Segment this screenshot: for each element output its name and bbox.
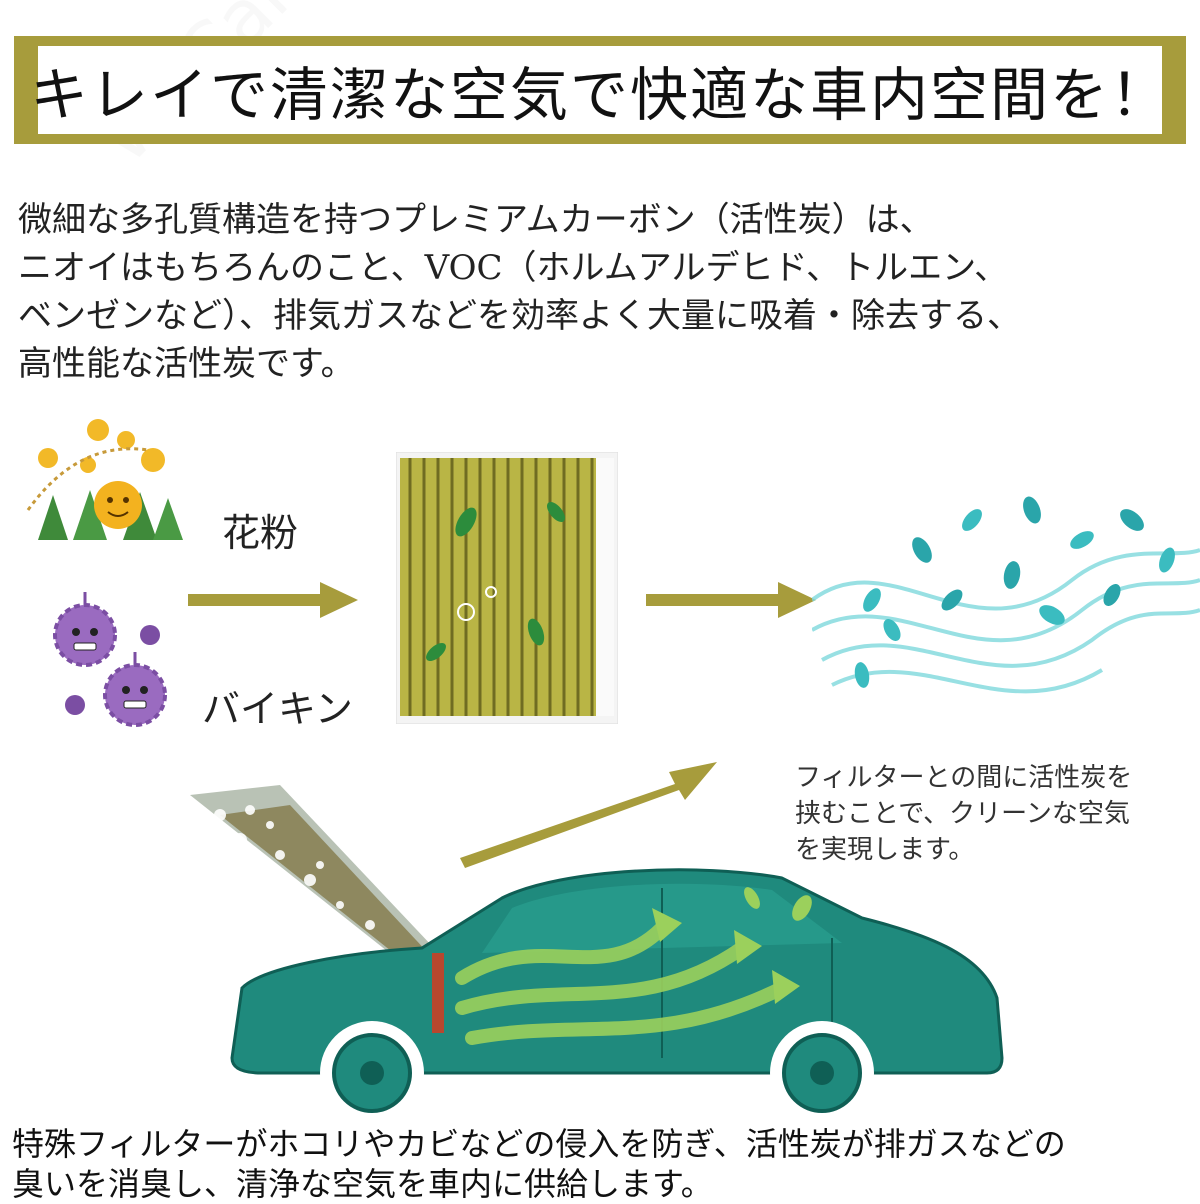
note-line: 挟むことで、クリーンな空気 [795,799,1130,829]
header-banner-inner: キレイで清潔な空気で快適な車内空間を！ [30,46,1168,134]
header-banner: キレイで清潔な空気で快適な車内空間を！ [14,36,1186,144]
page-title: キレイで清潔な空気で快適な車内空間を！ [30,61,1171,129]
footer-text: 特殊フィルターがホコリやカビなどの侵入を防ぎ、活性炭が排ガスなどの 臭いを消臭し… [12,1124,1066,1204]
intro-line: 高性能な活性炭です。 [18,344,355,384]
cabin-filter-illustration [396,452,618,724]
filter-note: フィルターとの間に活性炭を 挟むことで、クリーンな空気 を実現します。 [795,760,1132,868]
footer-line: 臭いを消臭し、清浄な空気を車内に供給します。 [12,1165,713,1203]
footer-line: 特殊フィルターがホコリやカビなどの侵入を防ぎ、活性炭が排ガスなどの [12,1125,1066,1163]
clean-air-illustration [812,496,1200,694]
arrow-diagonal-icon [460,762,717,868]
arrow-to-clean-air-icon [646,582,816,618]
intro-text: 微細な多孔質構造を持つプレミアムカーボン（活性炭）は、 ニオイはもちろんのこと、… [18,196,1188,388]
intro-line: ベンゼンなど）、排気ガスなどを効率よく大量に吸着・除去する、 [18,296,1021,336]
arrow-to-filter-icon [188,582,358,618]
exhaust-smoke-illustration [190,785,450,985]
pollen-trees-illustration [26,419,183,540]
car-illustration [230,868,1004,1125]
germs-illustration [53,592,167,727]
intro-line: ニオイはもちろんのこと、VOC（ホルムアルデヒド、トルエン、 [18,248,1009,288]
intro-line: 微細な多孔質構造を持つプレミアムカーボン（活性炭）は、 [18,200,934,240]
pollen-label: 花粉 [222,511,299,555]
note-line: フィルターとの間に活性炭を [795,763,1133,793]
note-line: を実現します。 [795,835,975,865]
germ-label: バイキン [202,687,353,731]
